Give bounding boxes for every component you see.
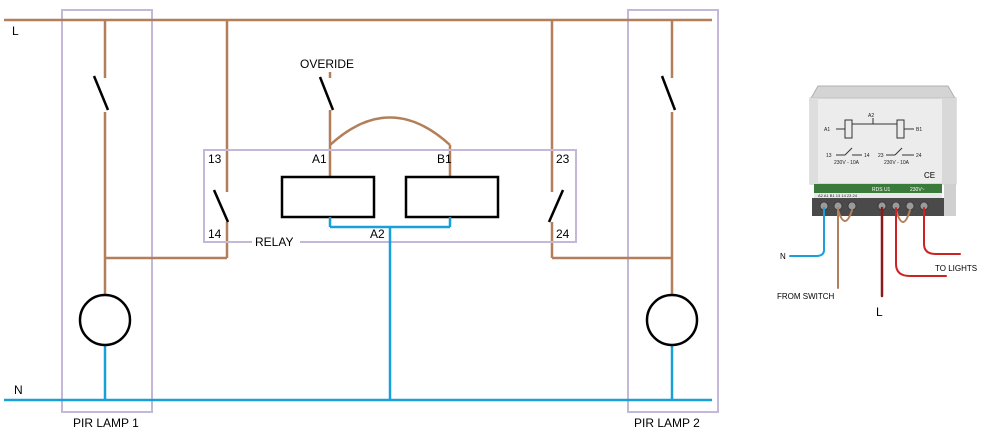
label-pir-lamp-1: PIR LAMP 1: [73, 416, 139, 430]
coil-a: [280, 175, 376, 219]
override-switch: [318, 76, 335, 111]
photo-to-lights-label: TO LIGHTS: [935, 264, 977, 273]
photo-l-label: L: [876, 305, 883, 319]
label-neutral: N: [14, 383, 23, 397]
photo-23: 23: [878, 153, 884, 159]
pir-lamp-2-frame: [627, 9, 719, 413]
terminal-23-label: 23: [556, 152, 570, 166]
relay-23-24-contact: [547, 189, 565, 223]
photo-13: 13: [826, 153, 832, 159]
wire-loop-brown: [837, 209, 853, 222]
live-wiring: [4, 18, 712, 295]
wire-neutral-photo: [789, 207, 825, 257]
switch-blades: [92, 75, 677, 223]
photo-24: 24: [916, 153, 922, 159]
label-relay: RELAY: [255, 235, 293, 249]
relay-13-14-contact: [212, 189, 230, 223]
relay-module-photo: A1 A2 B1 13 14 23 24 230V - 10A 230V - 1…: [809, 85, 957, 216]
lamp-2: [645, 293, 699, 347]
wire-loop-brown-2: [895, 209, 911, 223]
relay-label-gap: [252, 236, 300, 248]
pir-1-switch: [92, 75, 110, 111]
photo-terminal-strip: A2 A1 B1 13 14 23 24: [818, 193, 858, 198]
terminal-a2-label: A2: [370, 227, 385, 241]
photo-rating-left: 230V - 10A: [834, 160, 860, 166]
terminal-14-label: 14: [208, 227, 222, 241]
pir-lamp-1-frame: [61, 9, 153, 413]
terminal-a1-label: A1: [312, 152, 327, 166]
photo-a1: A1: [824, 127, 830, 133]
label-override: OVERIDE: [300, 57, 354, 71]
pir-2-switch: [660, 75, 677, 111]
photo-model: RDS U1: [872, 187, 891, 193]
label-pir-lamp-2: PIR LAMP 2: [634, 416, 700, 430]
photo-b1: B1: [916, 127, 922, 133]
label-line: L: [12, 24, 19, 38]
photo-voltage: 230V~: [910, 187, 925, 193]
wire-to-lights-2: [923, 207, 961, 255]
photo-a2: A2: [868, 113, 874, 119]
terminal-b1-label: B1: [437, 152, 452, 166]
photo-rating-right: 230V - 10A: [884, 160, 910, 166]
terminal-13-label: 13: [208, 152, 222, 166]
photo-n-label: N: [780, 252, 786, 261]
neutral-wiring: [4, 217, 712, 402]
photo-from-switch-label: FROM SWITCH: [777, 292, 835, 301]
photo-ce-mark: CE: [924, 171, 935, 180]
photo-wires: [789, 206, 961, 298]
wire-to-lights-1: [895, 207, 947, 277]
photo-14: 14: [864, 153, 870, 159]
terminal-strip: [814, 184, 942, 194]
coil-b: [404, 175, 500, 219]
lamp-1: [78, 293, 132, 347]
terminal-24-label: 24: [556, 227, 570, 241]
